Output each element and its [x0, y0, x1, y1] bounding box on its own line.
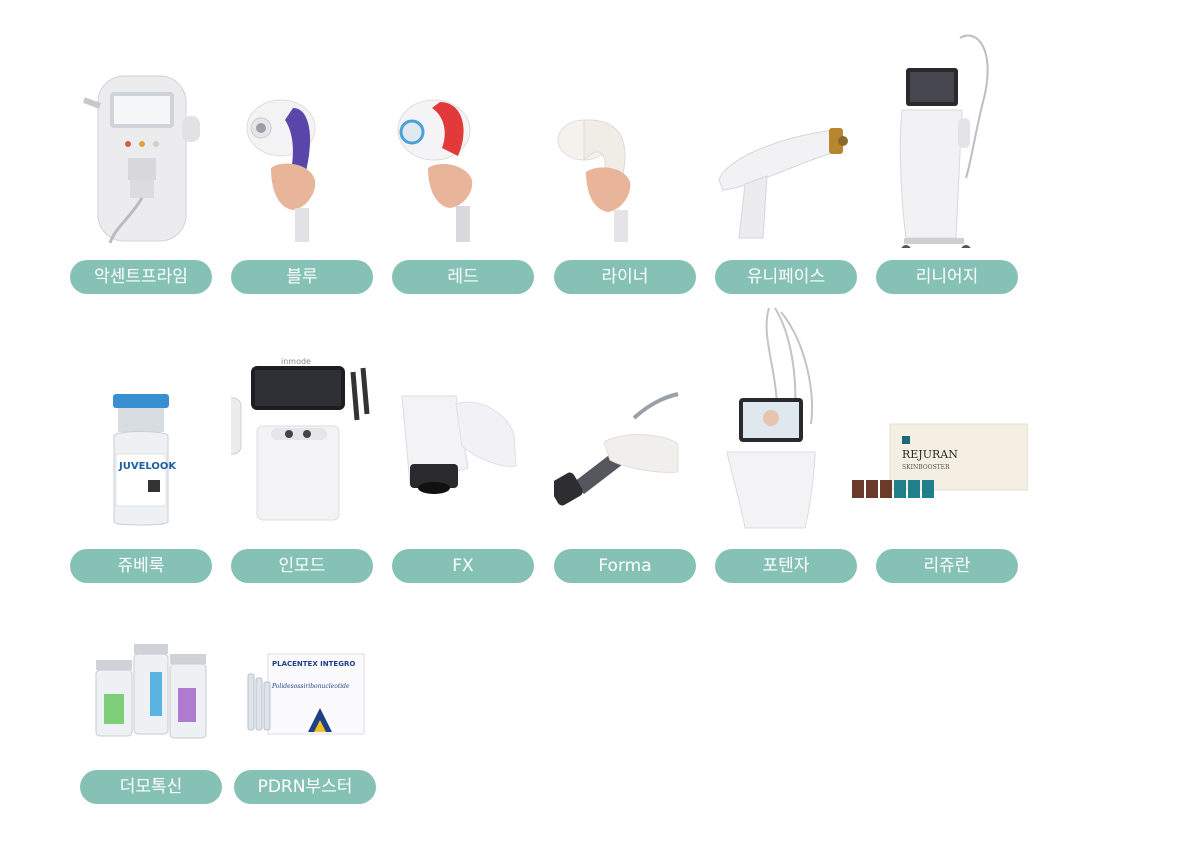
dermotoxin-vials-image — [80, 624, 222, 754]
blue-handpiece-image — [231, 68, 373, 248]
liner-handpiece-image — [554, 68, 696, 248]
juvelook-vial-image: JUVELOOK — [70, 356, 212, 536]
product-label-button[interactable]: 포텐자 — [715, 549, 857, 583]
rejuran-box-image: REJURAN SKINBOOSTER — [850, 356, 1028, 536]
product-label-button[interactable]: 더모톡신 — [80, 770, 222, 804]
placentex-brand-text: PLACENTEX INTEGRO — [272, 660, 355, 668]
product-label-button[interactable]: 블루 — [231, 260, 373, 294]
rejuran-brand-text: REJURAN — [902, 448, 958, 461]
product-label-button[interactable]: 유니페이스 — [715, 260, 857, 294]
product-label-button[interactable]: 인모드 — [231, 549, 373, 583]
pdrn-booster-box-image: PLACENTEX INTEGRO Polidesossiribonucleot… — [234, 624, 376, 754]
product-label-button[interactable]: PDRN부스터 — [234, 770, 376, 804]
linearz-device-image — [876, 28, 1018, 248]
uniface-handpiece-image — [715, 68, 857, 248]
placentex-sub-text: Polidesossiribonucleotide — [271, 683, 350, 690]
product-label-button[interactable]: 쥬베룩 — [70, 549, 212, 583]
product-label-button[interactable]: 악센트프라임 — [70, 260, 212, 294]
product-label-button[interactable]: FX — [392, 549, 534, 583]
rejuran-sub-text: SKINBOOSTER — [902, 464, 950, 471]
forma-handpiece-image — [554, 356, 696, 536]
product-label-button[interactable]: 리쥬란 — [876, 549, 1018, 583]
product-label-button[interactable]: 리니어지 — [876, 260, 1018, 294]
fx-handpiece-image — [392, 356, 534, 536]
juvelook-brand-text: JUVELOOK — [118, 461, 177, 472]
potenza-device-image — [715, 304, 857, 536]
product-label-button[interactable]: Forma — [554, 549, 696, 583]
inmode-device-image: inmode — [231, 356, 373, 536]
inmode-brand-text: inmode — [281, 357, 311, 366]
product-label-button[interactable]: 라이너 — [554, 260, 696, 294]
product-label-button[interactable]: 레드 — [392, 260, 534, 294]
red-handpiece-image — [392, 68, 534, 248]
accent-prime-device-image — [70, 68, 212, 248]
